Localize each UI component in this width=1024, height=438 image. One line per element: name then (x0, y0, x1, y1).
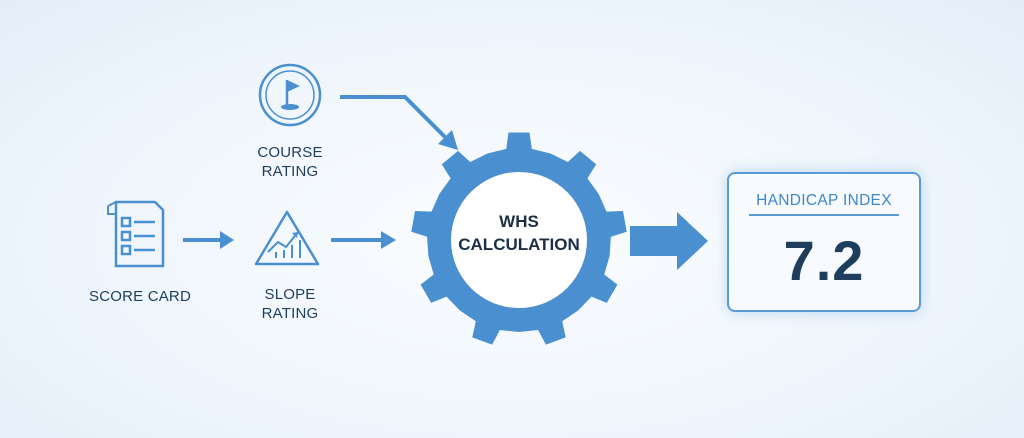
result-divider (749, 214, 899, 216)
course-rating-label: COURSE RATING (257, 144, 323, 180)
arrow-course-to-gear (340, 95, 458, 150)
arrow-score-to-slope (183, 231, 234, 249)
score-card-label: SCORE CARD (88, 288, 191, 305)
result-title: HANDICAP INDEX (756, 192, 892, 209)
arrow-slope-to-gear (331, 231, 396, 249)
arrow-gear-to-result (630, 212, 708, 270)
scorecard-document-icon (107, 200, 165, 268)
slope-chart-icon (254, 210, 320, 266)
slope-rating-label: SLOPE RATING (261, 286, 319, 322)
gear-icon (411, 132, 627, 345)
handicap-index-card: HANDICAP INDEX 7.2 (727, 172, 921, 312)
result-value: 7.2 (783, 229, 865, 292)
process-label: WHS CALCULATION (458, 212, 580, 254)
gear-center (451, 172, 587, 308)
golf-flag-icon (258, 63, 322, 127)
